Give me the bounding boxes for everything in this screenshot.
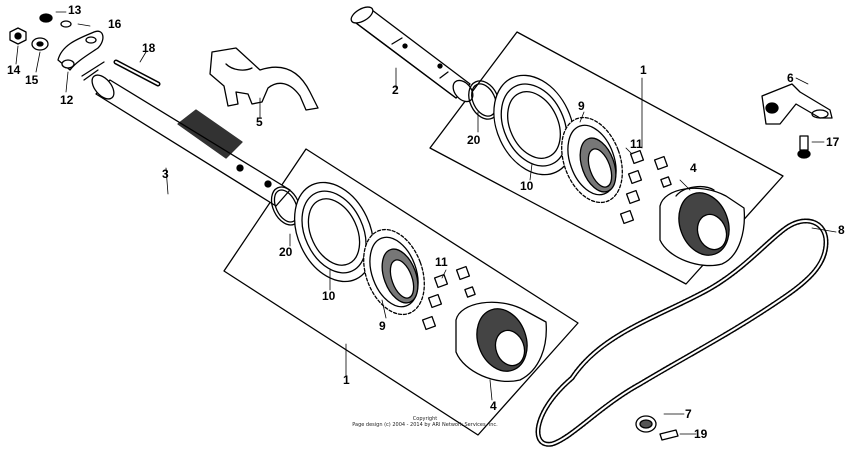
callout-17: 17 bbox=[826, 135, 840, 149]
drive-chain-8 bbox=[535, 218, 829, 447]
callout-4-upper: 4 bbox=[690, 161, 697, 175]
tensioner-7 bbox=[635, 415, 657, 433]
callout-11-upper: 11 bbox=[630, 137, 643, 151]
callout-1-upper: 1 bbox=[640, 63, 647, 77]
nut-13 bbox=[39, 13, 53, 23]
callout-13: 13 bbox=[68, 3, 82, 17]
one-way-hub-upper bbox=[659, 185, 746, 267]
rollers-lower bbox=[421, 265, 476, 331]
callout-14: 14 bbox=[7, 63, 21, 77]
sprocket-upper bbox=[561, 116, 623, 204]
callout-3: 3 bbox=[162, 167, 169, 181]
callout-20-upper: 20 bbox=[467, 133, 481, 147]
washer-15 bbox=[31, 37, 49, 51]
nut-14 bbox=[9, 27, 27, 45]
callout-10-lower: 10 bbox=[322, 289, 336, 303]
shaft-2 bbox=[350, 6, 474, 103]
shift-fork-5 bbox=[209, 47, 319, 111]
rollers-upper bbox=[619, 149, 672, 225]
one-way-hub-lower bbox=[455, 301, 547, 382]
washer-16 bbox=[60, 20, 72, 28]
callout-19: 19 bbox=[694, 427, 708, 441]
callout-12: 12 bbox=[60, 93, 74, 107]
callout-18: 18 bbox=[142, 41, 156, 55]
main-shaft-3 bbox=[81, 61, 291, 207]
arm-6 bbox=[761, 83, 833, 125]
callout-5: 5 bbox=[256, 115, 263, 129]
sprocket-lower bbox=[363, 228, 425, 316]
callout-1-lower: 1 bbox=[343, 373, 350, 387]
callout-4-lower: 4 bbox=[490, 399, 497, 413]
callout-15: 15 bbox=[25, 73, 39, 87]
leader-lines bbox=[15, 11, 837, 435]
washer-plate-lower bbox=[294, 181, 374, 283]
upper-assembly-frame bbox=[429, 31, 784, 285]
copyright-notice: Copyright Page design (c) 2004 - 2014 by… bbox=[320, 416, 530, 429]
callout-8: 8 bbox=[838, 223, 845, 237]
copyright-line-1: Copyright bbox=[412, 416, 438, 422]
callout-11-lower: 11 bbox=[435, 255, 448, 269]
callout-2: 2 bbox=[392, 83, 399, 97]
bolt-17 bbox=[797, 135, 811, 159]
pin-18 bbox=[113, 59, 161, 87]
callout-10-upper: 10 bbox=[520, 179, 534, 193]
callout-20-lower: 20 bbox=[279, 245, 293, 259]
copyright-line-2: Page design (c) 2004 - 2014 by ARI Netwo… bbox=[352, 422, 498, 429]
pin-19 bbox=[659, 429, 679, 441]
callout-7: 7 bbox=[685, 407, 692, 421]
callout-9-upper: 9 bbox=[578, 99, 585, 113]
callout-9-lower: 9 bbox=[379, 319, 386, 333]
shift-lever-12 bbox=[57, 30, 104, 71]
callout-16: 16 bbox=[108, 17, 122, 31]
washer-plate-upper bbox=[493, 74, 575, 176]
callout-6: 6 bbox=[787, 71, 794, 85]
